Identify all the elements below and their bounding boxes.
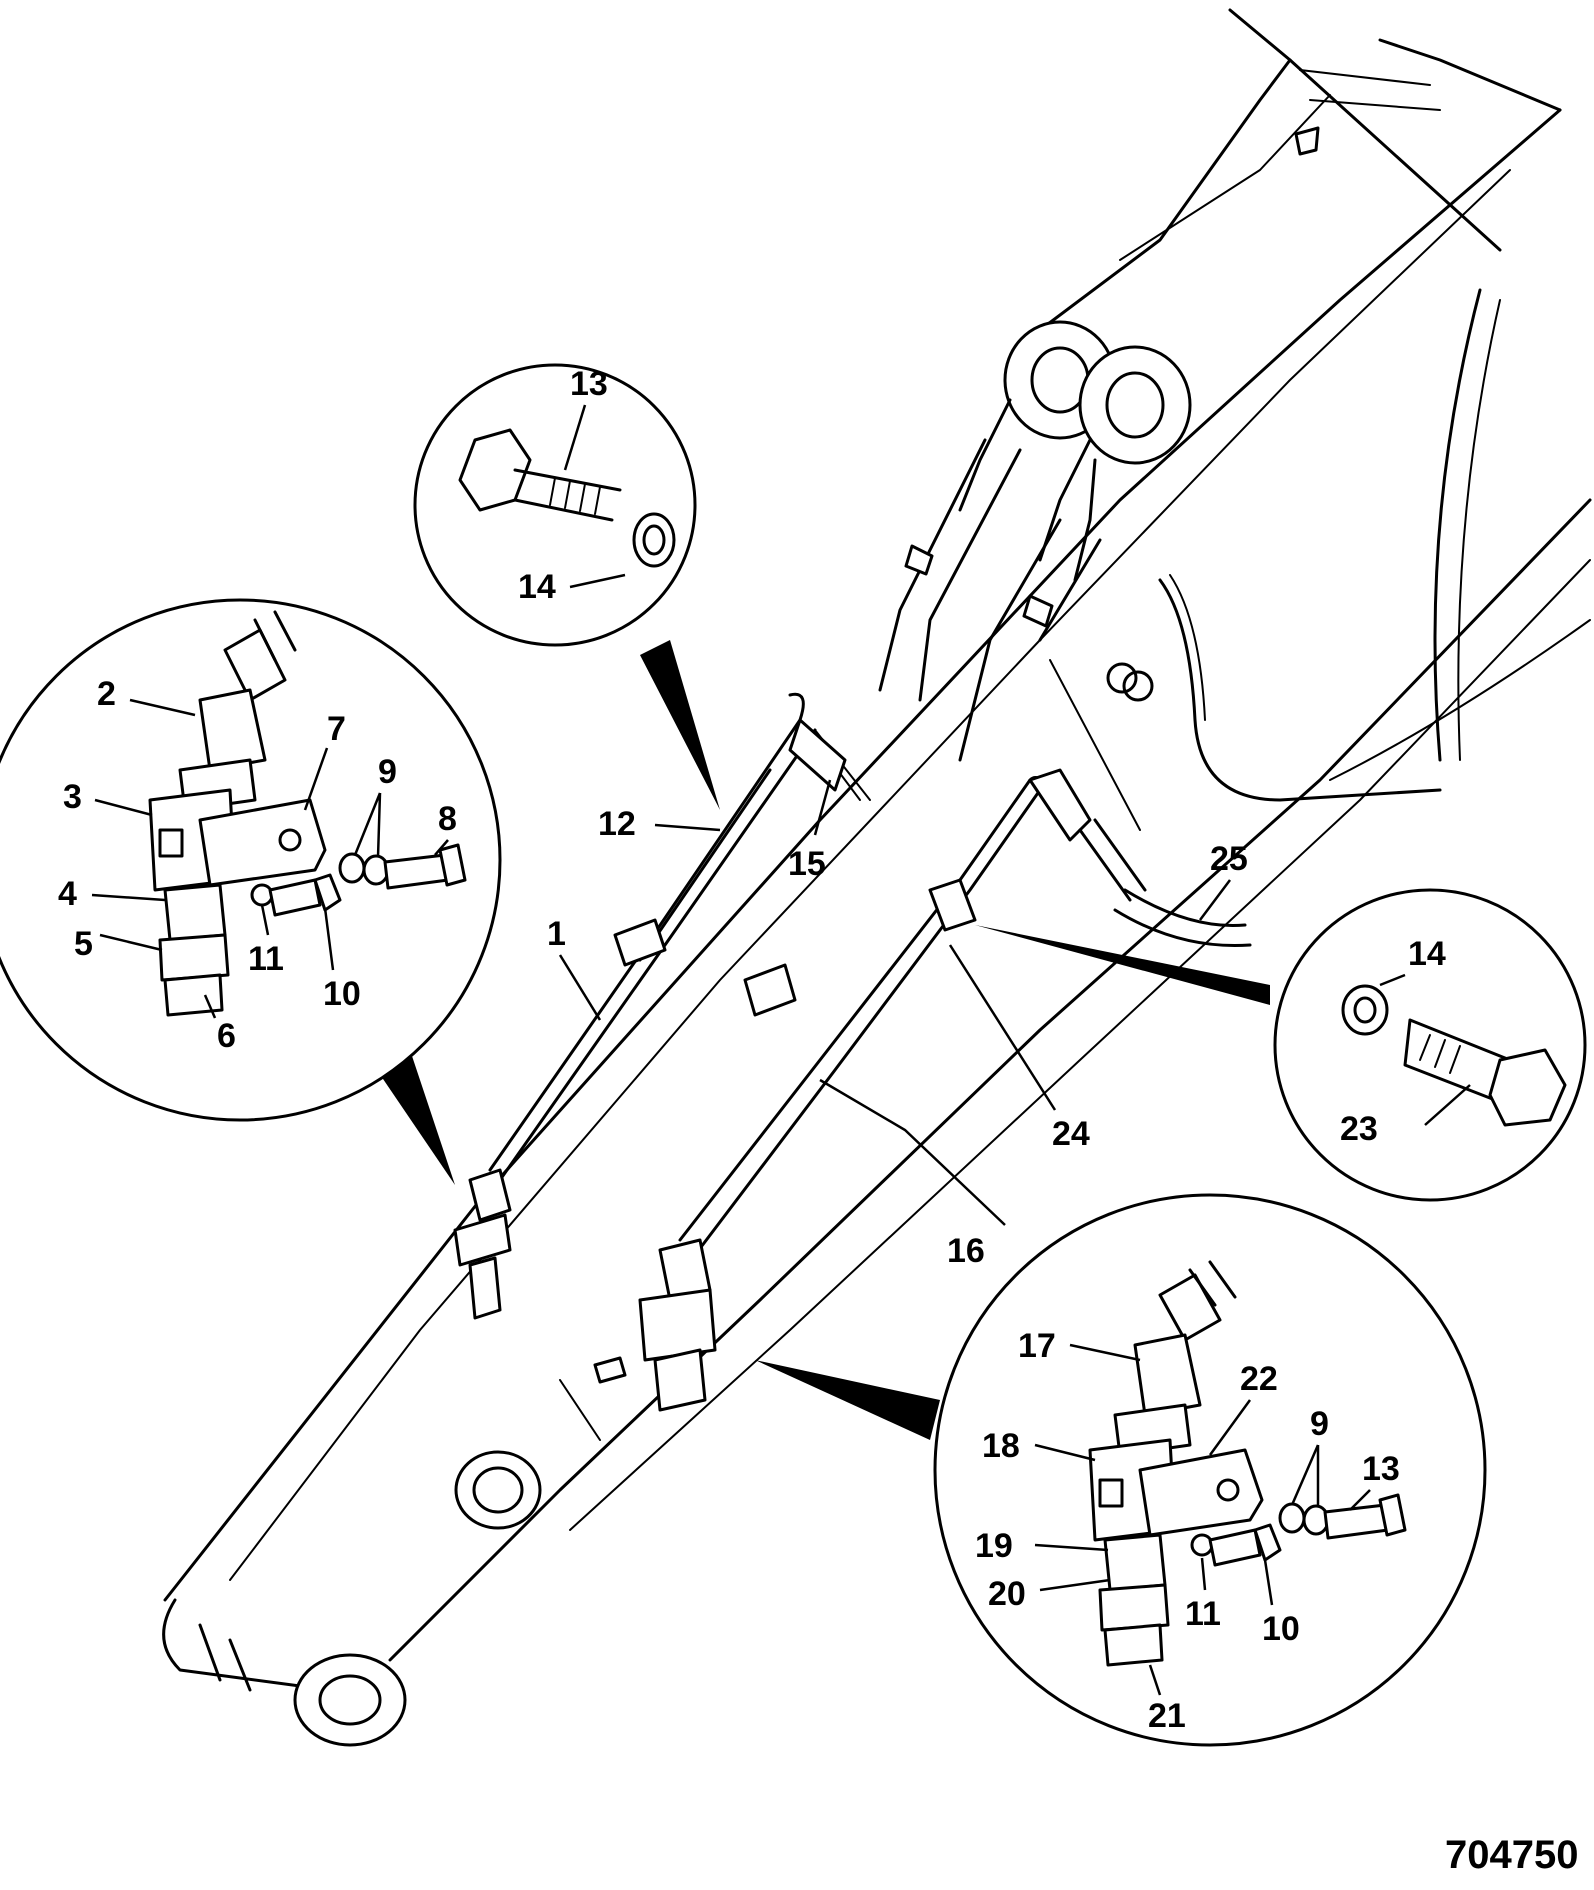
callout-9-right: 9 [1310, 1405, 1329, 1443]
pipe-16 [638, 768, 1147, 1412]
detail-fitting-left [0, 598, 502, 1185]
drawing-number: 704750 [1445, 1833, 1578, 1877]
callout-15: 15 [788, 845, 826, 883]
callout-7: 7 [327, 710, 346, 748]
callout-11-left: 11 [248, 940, 284, 978]
boom-marker [593, 662, 1154, 1384]
callout-23: 23 [1340, 1110, 1378, 1148]
callout-2: 2 [97, 675, 116, 713]
callout-20: 20 [988, 1575, 1026, 1613]
callout-22: 22 [1240, 1360, 1278, 1398]
callout-24: 24 [1052, 1115, 1090, 1153]
callout-11-right: 11 [1185, 1595, 1221, 1633]
callout-labels: 1 2 3 4 5 6 7 8 9 9 10 10 11 11 12 13 13… [58, 365, 1446, 1735]
callout-18: 18 [982, 1427, 1020, 1465]
callout-19: 19 [975, 1527, 1013, 1565]
boom-arm [163, 8, 1592, 1662]
hose-25 [1113, 574, 1442, 948]
callout-9-left: 9 [378, 753, 397, 791]
callout-8: 8 [438, 800, 457, 838]
callout-12: 12 [598, 805, 636, 843]
leader-lines [91, 404, 1471, 1696]
callout-17: 17 [1018, 1327, 1056, 1365]
callout-13-top: 13 [570, 365, 608, 403]
callout-21: 21 [1148, 1697, 1186, 1735]
callout-3: 3 [63, 778, 82, 816]
callout-13-right: 13 [1362, 1450, 1400, 1488]
boom-foot-pin [162, 1450, 542, 1747]
callout-14-right: 14 [1408, 935, 1446, 973]
callout-6: 6 [217, 1017, 236, 1055]
callout-4: 4 [58, 875, 77, 913]
callout-10-left: 10 [323, 975, 361, 1013]
callout-1: 1 [547, 915, 566, 953]
pipe-1 [453, 692, 871, 1320]
callout-10-right: 10 [1262, 1610, 1300, 1648]
callout-14-top: 14 [518, 568, 556, 606]
callout-5: 5 [74, 925, 93, 963]
detail-bolt-washer-right [975, 888, 1587, 1202]
callout-16: 16 [947, 1232, 985, 1270]
detail-fitting-right [755, 1193, 1487, 1747]
boom-pivot-lugs [878, 320, 1192, 762]
callout-25: 25 [1210, 840, 1248, 878]
